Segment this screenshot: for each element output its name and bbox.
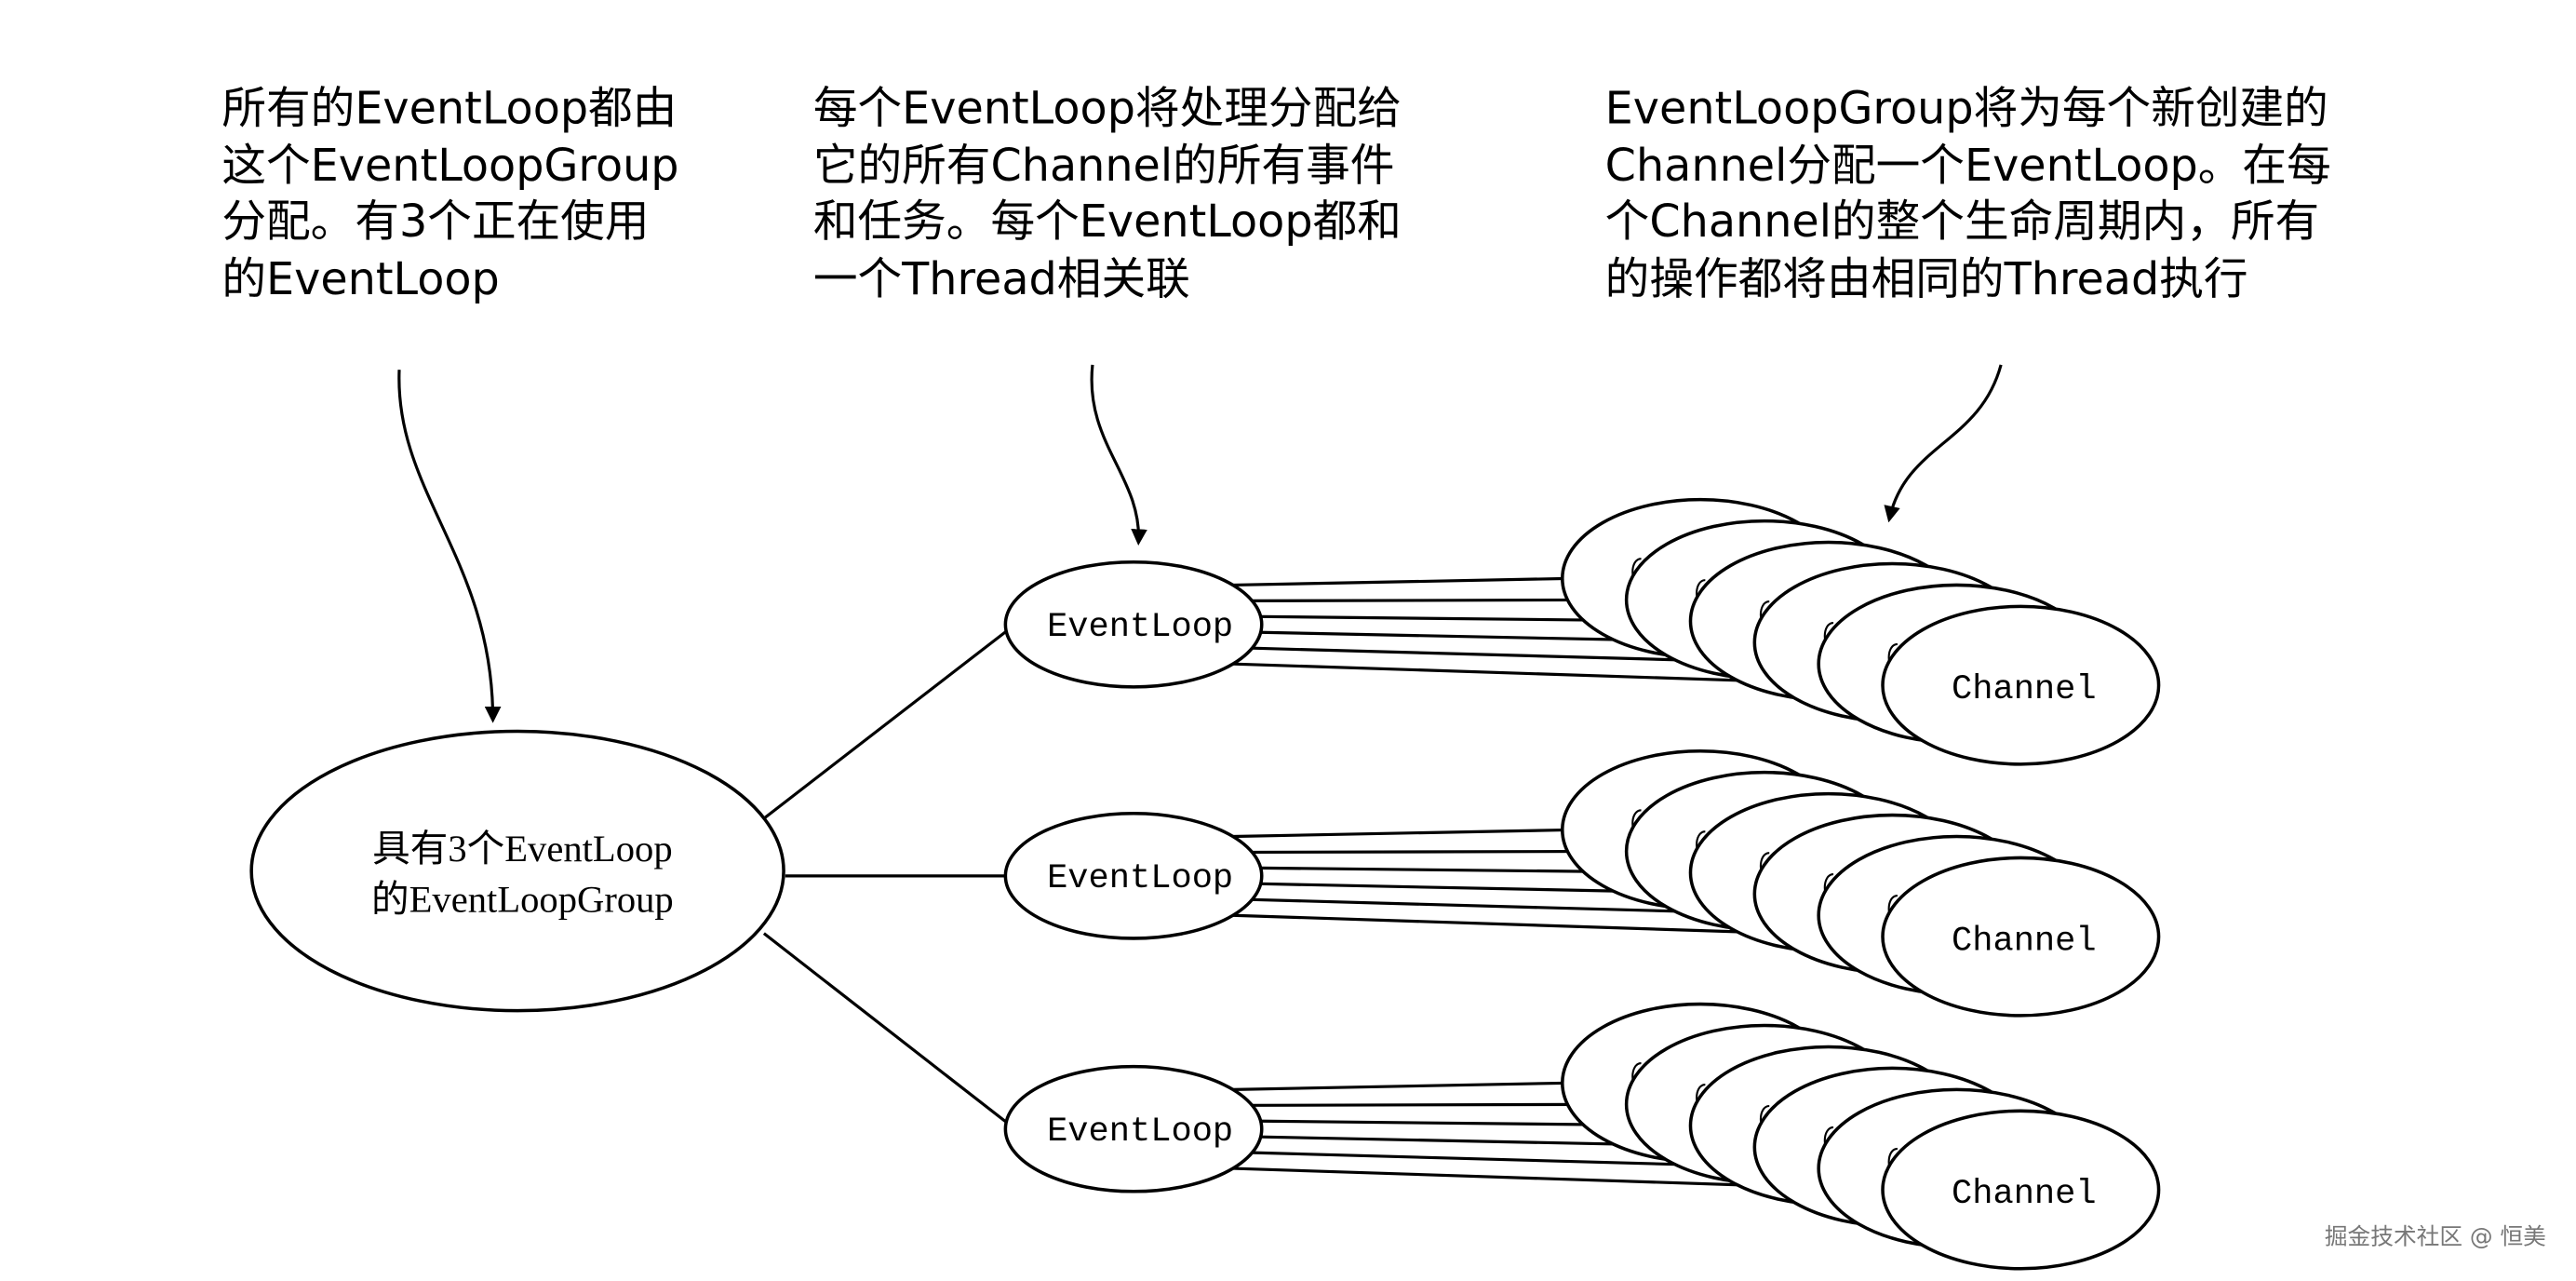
event-loop-ellipse bbox=[1003, 812, 1264, 940]
event-loop-node: EventLoop bbox=[1003, 812, 1264, 940]
channel-node: Channel bbox=[1881, 1109, 2161, 1271]
arrow-to-group bbox=[397, 370, 502, 723]
caption-line: 分配。有3个正在使用 bbox=[221, 196, 649, 248]
event-loop-group-node: 具有3个EventLoop 的EventLoopGroup bbox=[249, 729, 785, 1013]
links bbox=[762, 627, 1010, 1126]
caption-line: Channel分配一个EventLoop。在每 bbox=[1605, 141, 2331, 192]
caption-line: 的EventLoop bbox=[221, 254, 499, 305]
event-loop-label: EventLoop bbox=[1047, 859, 1233, 898]
caption-line: 个Channel的整个生命周期内，所有 bbox=[1605, 196, 2320, 248]
watermark: 掘金技术社区 @ 恒美 bbox=[2325, 1222, 2546, 1249]
channel-ellipse bbox=[1881, 1109, 2161, 1271]
caption-line: 的操作都将由相同的Thread执行 bbox=[1605, 254, 2248, 305]
channel-node: Channel bbox=[1881, 604, 2161, 766]
caption-line: 一个Thread相关联 bbox=[813, 254, 1190, 305]
caption-line: 和任务。每个EventLoop都和 bbox=[813, 196, 1402, 248]
group-link bbox=[762, 627, 1010, 820]
group-link bbox=[762, 932, 1010, 1126]
caption-left: 所有的EventLoop都由 这个EventLoopGroup 分配。有3个正在… bbox=[221, 83, 678, 305]
event-loop-label: EventLoop bbox=[1047, 1112, 1233, 1152]
channel-link bbox=[1232, 576, 1569, 587]
channel-label: Channel bbox=[1952, 922, 2097, 961]
event-loop-node: EventLoop bbox=[1003, 1064, 1264, 1193]
channel-ellipse bbox=[1881, 856, 2161, 1018]
caption-line: EventLoopGroup将为每个新创建的 bbox=[1605, 83, 2328, 134]
event-loop-label: EventLoop bbox=[1047, 608, 1233, 647]
group-label-line2: 的EventLoopGroup bbox=[371, 879, 674, 921]
event-loops: ChannelEventLoopChannelEventLoopChannelE… bbox=[1003, 497, 2161, 1271]
group-ellipse bbox=[249, 729, 785, 1013]
caption-line: 每个EventLoop将处理分配给 bbox=[813, 83, 1402, 134]
group-label-line1: 具有3个EventLoop bbox=[372, 828, 672, 870]
caption-middle: 每个EventLoop将处理分配给 它的所有Channel的所有事件 和任务。每… bbox=[813, 83, 1402, 305]
channel-label: Channel bbox=[1952, 1175, 2097, 1214]
caption-line: 所有的EventLoop都由 bbox=[221, 83, 677, 134]
event-loop-node: EventLoop bbox=[1003, 560, 1264, 689]
event-loop-cluster: Channel EventLoop bbox=[1003, 748, 2161, 1018]
caption-line: 它的所有Channel的所有事件 bbox=[813, 141, 1395, 192]
caption-line: 这个EventLoopGroup bbox=[221, 141, 678, 192]
event-loop-ellipse bbox=[1003, 560, 1264, 689]
channel-link bbox=[1232, 828, 1569, 839]
event-loop-cluster: Channel EventLoop bbox=[1003, 497, 2161, 766]
caption-right: EventLoopGroup将为每个新创建的 Channel分配一个EventL… bbox=[1605, 83, 2331, 305]
channel-link bbox=[1232, 1081, 1569, 1091]
channel-node: Channel bbox=[1881, 856, 2161, 1018]
arrow-to-eventloop bbox=[1090, 364, 1147, 546]
arrow-to-channels bbox=[1884, 364, 2003, 523]
channel-label: Channel bbox=[1952, 670, 2097, 709]
event-loop-ellipse bbox=[1003, 1064, 1264, 1193]
event-loop-cluster: Channel EventLoop bbox=[1003, 1002, 2161, 1271]
channel-ellipse bbox=[1881, 604, 2161, 766]
